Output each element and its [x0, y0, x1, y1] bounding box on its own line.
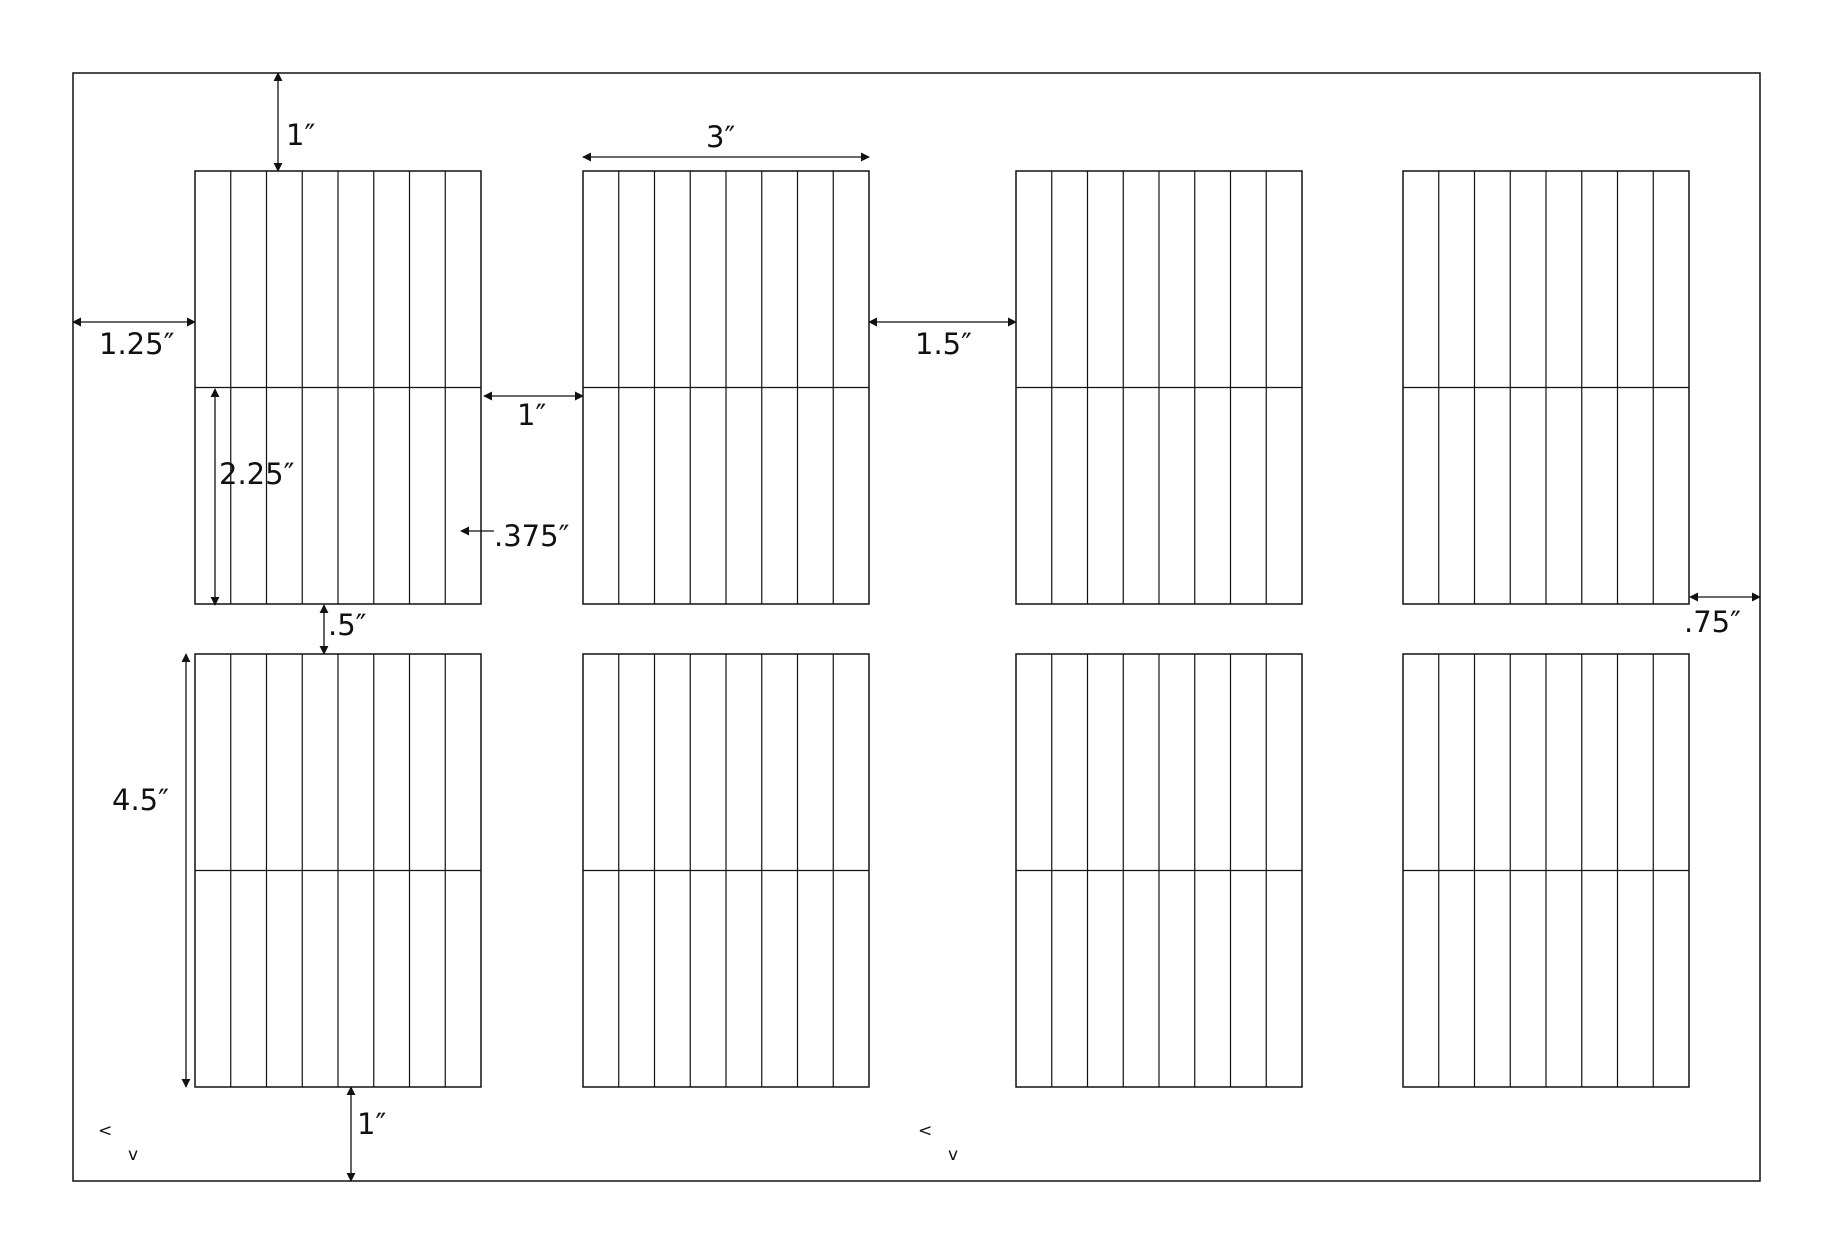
corner-mark-down-2: v	[948, 1145, 958, 1165]
labels-grid	[194, 170, 1690, 1088]
label-block	[194, 170, 482, 605]
left-margin-label: 1.25″	[99, 327, 175, 361]
label-block	[1402, 170, 1690, 605]
half-height-label: 2.25″	[219, 457, 295, 491]
label-block	[1402, 653, 1690, 1088]
corner-mark-down-1: v	[128, 1145, 138, 1165]
row-gap-label: .5″	[328, 608, 367, 642]
right-margin-label: .75″	[1684, 605, 1741, 639]
label-width-label: 3″	[706, 120, 735, 154]
label-block	[194, 653, 482, 1088]
corner-mark-left-1: <	[98, 1121, 112, 1141]
dimension-annotations: 1″ 3″ 1.25″ 1.5″ 1″ 2.25″ .375″ .75″ .5″…	[72, 72, 1761, 1182]
label-block	[1015, 170, 1303, 605]
label-height-label: 4.5″	[112, 783, 169, 817]
bottom-margin-label: 1″	[357, 1107, 386, 1141]
corner-marks: < v < v	[98, 1121, 958, 1165]
sheet-border	[72, 72, 1761, 1182]
label-gap-label: 1″	[517, 398, 546, 432]
label-block	[1015, 653, 1303, 1088]
label-block	[582, 653, 870, 1088]
corner-mark-left-2: <	[918, 1121, 932, 1141]
top-margin-label: 1″	[286, 118, 315, 152]
strip-width-label: .375″	[494, 519, 570, 553]
label-block	[582, 170, 870, 605]
column-gap-label: 1.5″	[915, 327, 972, 361]
